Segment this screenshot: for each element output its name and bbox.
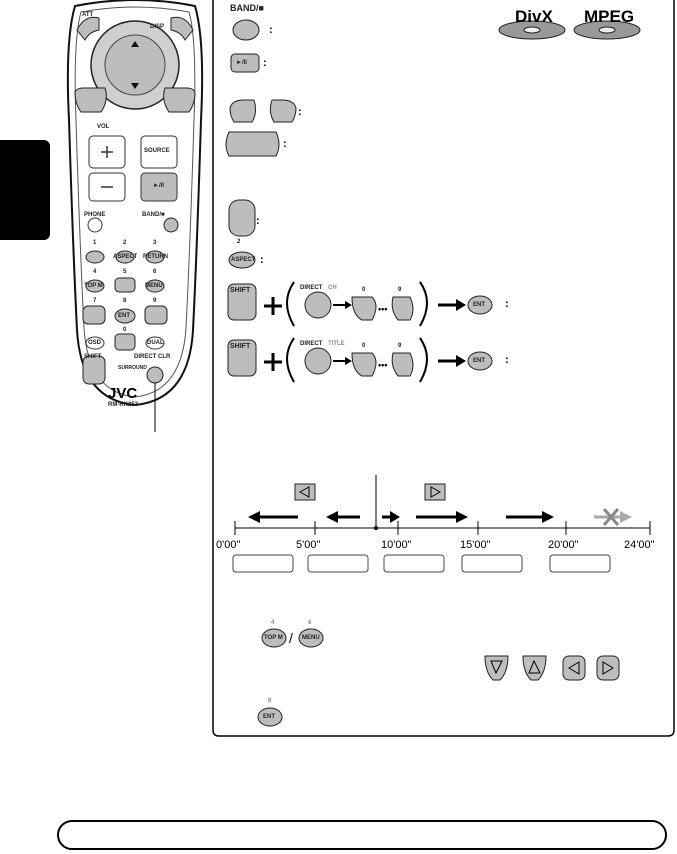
- remote-key-8: 8: [123, 298, 127, 304]
- remote-vol-label: VOL: [97, 124, 110, 130]
- shift-label-2: SHIFT: [230, 343, 251, 350]
- remote-key-6: 6: [153, 269, 157, 275]
- topm-menu-slash: /: [289, 630, 293, 646]
- updown-colon: :: [256, 215, 260, 227]
- aspect-colon: :: [260, 254, 264, 266]
- direct-label-2: DIRECT: [300, 341, 323, 347]
- remote-dual-label: DUAL: [147, 340, 164, 346]
- remote-direct-clr-label: DIRECT CLR: [134, 354, 171, 360]
- key-0-label-2: 0: [362, 343, 366, 349]
- remote-aspect-label: ASPECT: [113, 254, 138, 260]
- remote-shift-label: SHIFT: [84, 354, 102, 360]
- ent-colon-1: :: [505, 298, 509, 310]
- remote-surround-label: SURROUND: [118, 365, 147, 371]
- menu-label: MENU: [302, 635, 320, 641]
- remote-key-1: 1: [93, 240, 97, 246]
- band-colon: :: [269, 24, 273, 36]
- remote-disp-label: DISP: [150, 24, 165, 30]
- remote-key-5: 5: [123, 269, 127, 275]
- remote-play-pause-label: ►/II: [153, 183, 164, 189]
- direct-tag-title: TITLE: [328, 341, 345, 347]
- remote-key-9: 9: [153, 298, 157, 304]
- timeline-tick-0: 0'00": [216, 539, 241, 551]
- rew-ff-colon: :: [298, 106, 302, 118]
- remote-key-7: 7: [93, 298, 97, 304]
- timeline-tick-2: 10'00": [381, 539, 412, 551]
- remote-brand-logo: JVC: [108, 385, 138, 402]
- play-pause-label: ►/II: [236, 60, 247, 66]
- ent-number: 8: [268, 698, 272, 704]
- remote-key-2: 2: [123, 240, 127, 246]
- ent-label-2: ENT: [473, 358, 485, 364]
- section-tab: [0, 140, 50, 240]
- ent-label-bottom: ENT: [263, 714, 275, 720]
- remote-key-0: 0: [123, 327, 127, 333]
- divx-logo: DivX: [515, 7, 553, 26]
- topm-number: 4: [271, 620, 275, 626]
- remote-return-label: RETURN: [143, 254, 168, 260]
- direct-tag-ch: CH: [328, 285, 337, 291]
- timeline-tick-1: 5'00": [296, 539, 321, 551]
- ent-label-1: ENT: [473, 302, 485, 308]
- remote-ent-label: ENT: [118, 313, 130, 319]
- remote-band-label: BAND/■: [142, 212, 165, 218]
- remote-att-label: ATT: [82, 12, 94, 18]
- ent-colon-2: :: [505, 354, 509, 366]
- remote-key-3: 3: [153, 240, 157, 246]
- remote-control: [66, 0, 204, 432]
- key-9-label-1: 9: [398, 287, 402, 293]
- key-0-label-1: 0: [362, 287, 366, 293]
- menu-number: 6: [308, 620, 312, 626]
- remote-topm-label: TOP M: [84, 283, 103, 289]
- mpeg-logo: MPEG: [584, 7, 635, 26]
- direct-label-1: DIRECT: [300, 285, 323, 291]
- band-label: BAND/■: [230, 3, 264, 13]
- aspect-label: ASPECT: [231, 257, 256, 263]
- remote-key-4: 4: [93, 269, 97, 275]
- timeline-tick-5: 24'00": [624, 539, 655, 551]
- topm-label: TOP M: [264, 635, 283, 641]
- aspect-number: 2: [237, 239, 241, 245]
- note-box: [57, 820, 667, 850]
- timeline-tick-4: 20'00": [548, 539, 579, 551]
- remote-model-label: RM-RK252: [108, 402, 139, 408]
- remote-phone-label: PHONE: [84, 212, 106, 218]
- timeline-tick-3: 15'00": [460, 539, 491, 551]
- dots-1: •••: [378, 304, 388, 314]
- remote-osd-label: OSD: [88, 340, 102, 346]
- instruction-panel: [212, 0, 675, 737]
- key-9-label-2: 9: [398, 343, 402, 349]
- remote-menu-label: MENU: [145, 283, 163, 289]
- remote-source-label: SOURCE: [144, 148, 170, 154]
- shift-label-1: SHIFT: [230, 287, 251, 294]
- nav-colon: :: [283, 138, 287, 150]
- play-pause-colon: :: [263, 57, 267, 69]
- dots-2: •••: [378, 360, 388, 370]
